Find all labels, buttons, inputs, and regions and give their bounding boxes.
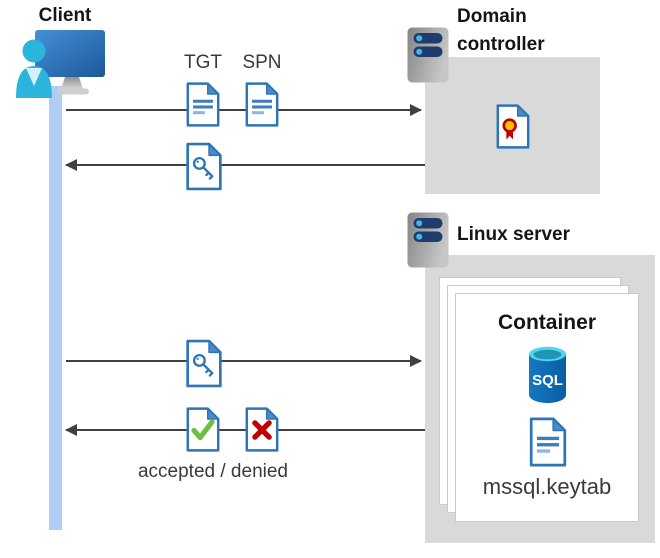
denied-document-icon bbox=[243, 406, 281, 453]
container-label: Container bbox=[497, 311, 596, 334]
tgt-document-icon bbox=[184, 81, 222, 128]
linux-server-label: Linux server bbox=[457, 224, 570, 245]
service-ticket-document-icon bbox=[183, 339, 225, 388]
container-card bbox=[455, 293, 639, 522]
arrow-client-to-dc bbox=[66, 104, 422, 116]
client-user-monitor-icon bbox=[15, 30, 107, 98]
sql-database-icon: SQL bbox=[529, 346, 566, 403]
session-key-document-icon bbox=[183, 142, 225, 191]
arrow-client-to-server bbox=[66, 355, 422, 367]
domain-controller-label: Domain controller bbox=[457, 6, 545, 55]
keytab-document-icon bbox=[527, 416, 569, 468]
sql-badge-label: SQL bbox=[532, 372, 563, 389]
keytab-label: mssql.keytab bbox=[482, 474, 612, 499]
client-label: Client bbox=[38, 5, 92, 26]
certificate-icon bbox=[494, 102, 532, 151]
spn-document-icon bbox=[243, 81, 281, 128]
accepted-document-icon bbox=[184, 406, 222, 453]
arrow-server-to-client bbox=[65, 424, 425, 436]
spn-label: SPN bbox=[242, 52, 282, 73]
linux-server-icon bbox=[407, 212, 449, 268]
tgt-label: TGT bbox=[184, 52, 222, 73]
client-lifeline bbox=[49, 86, 62, 530]
arrow-dc-to-client bbox=[65, 159, 425, 171]
accepted-denied-label: accepted / denied bbox=[137, 461, 288, 482]
domain-controller-server-icon bbox=[407, 27, 449, 83]
